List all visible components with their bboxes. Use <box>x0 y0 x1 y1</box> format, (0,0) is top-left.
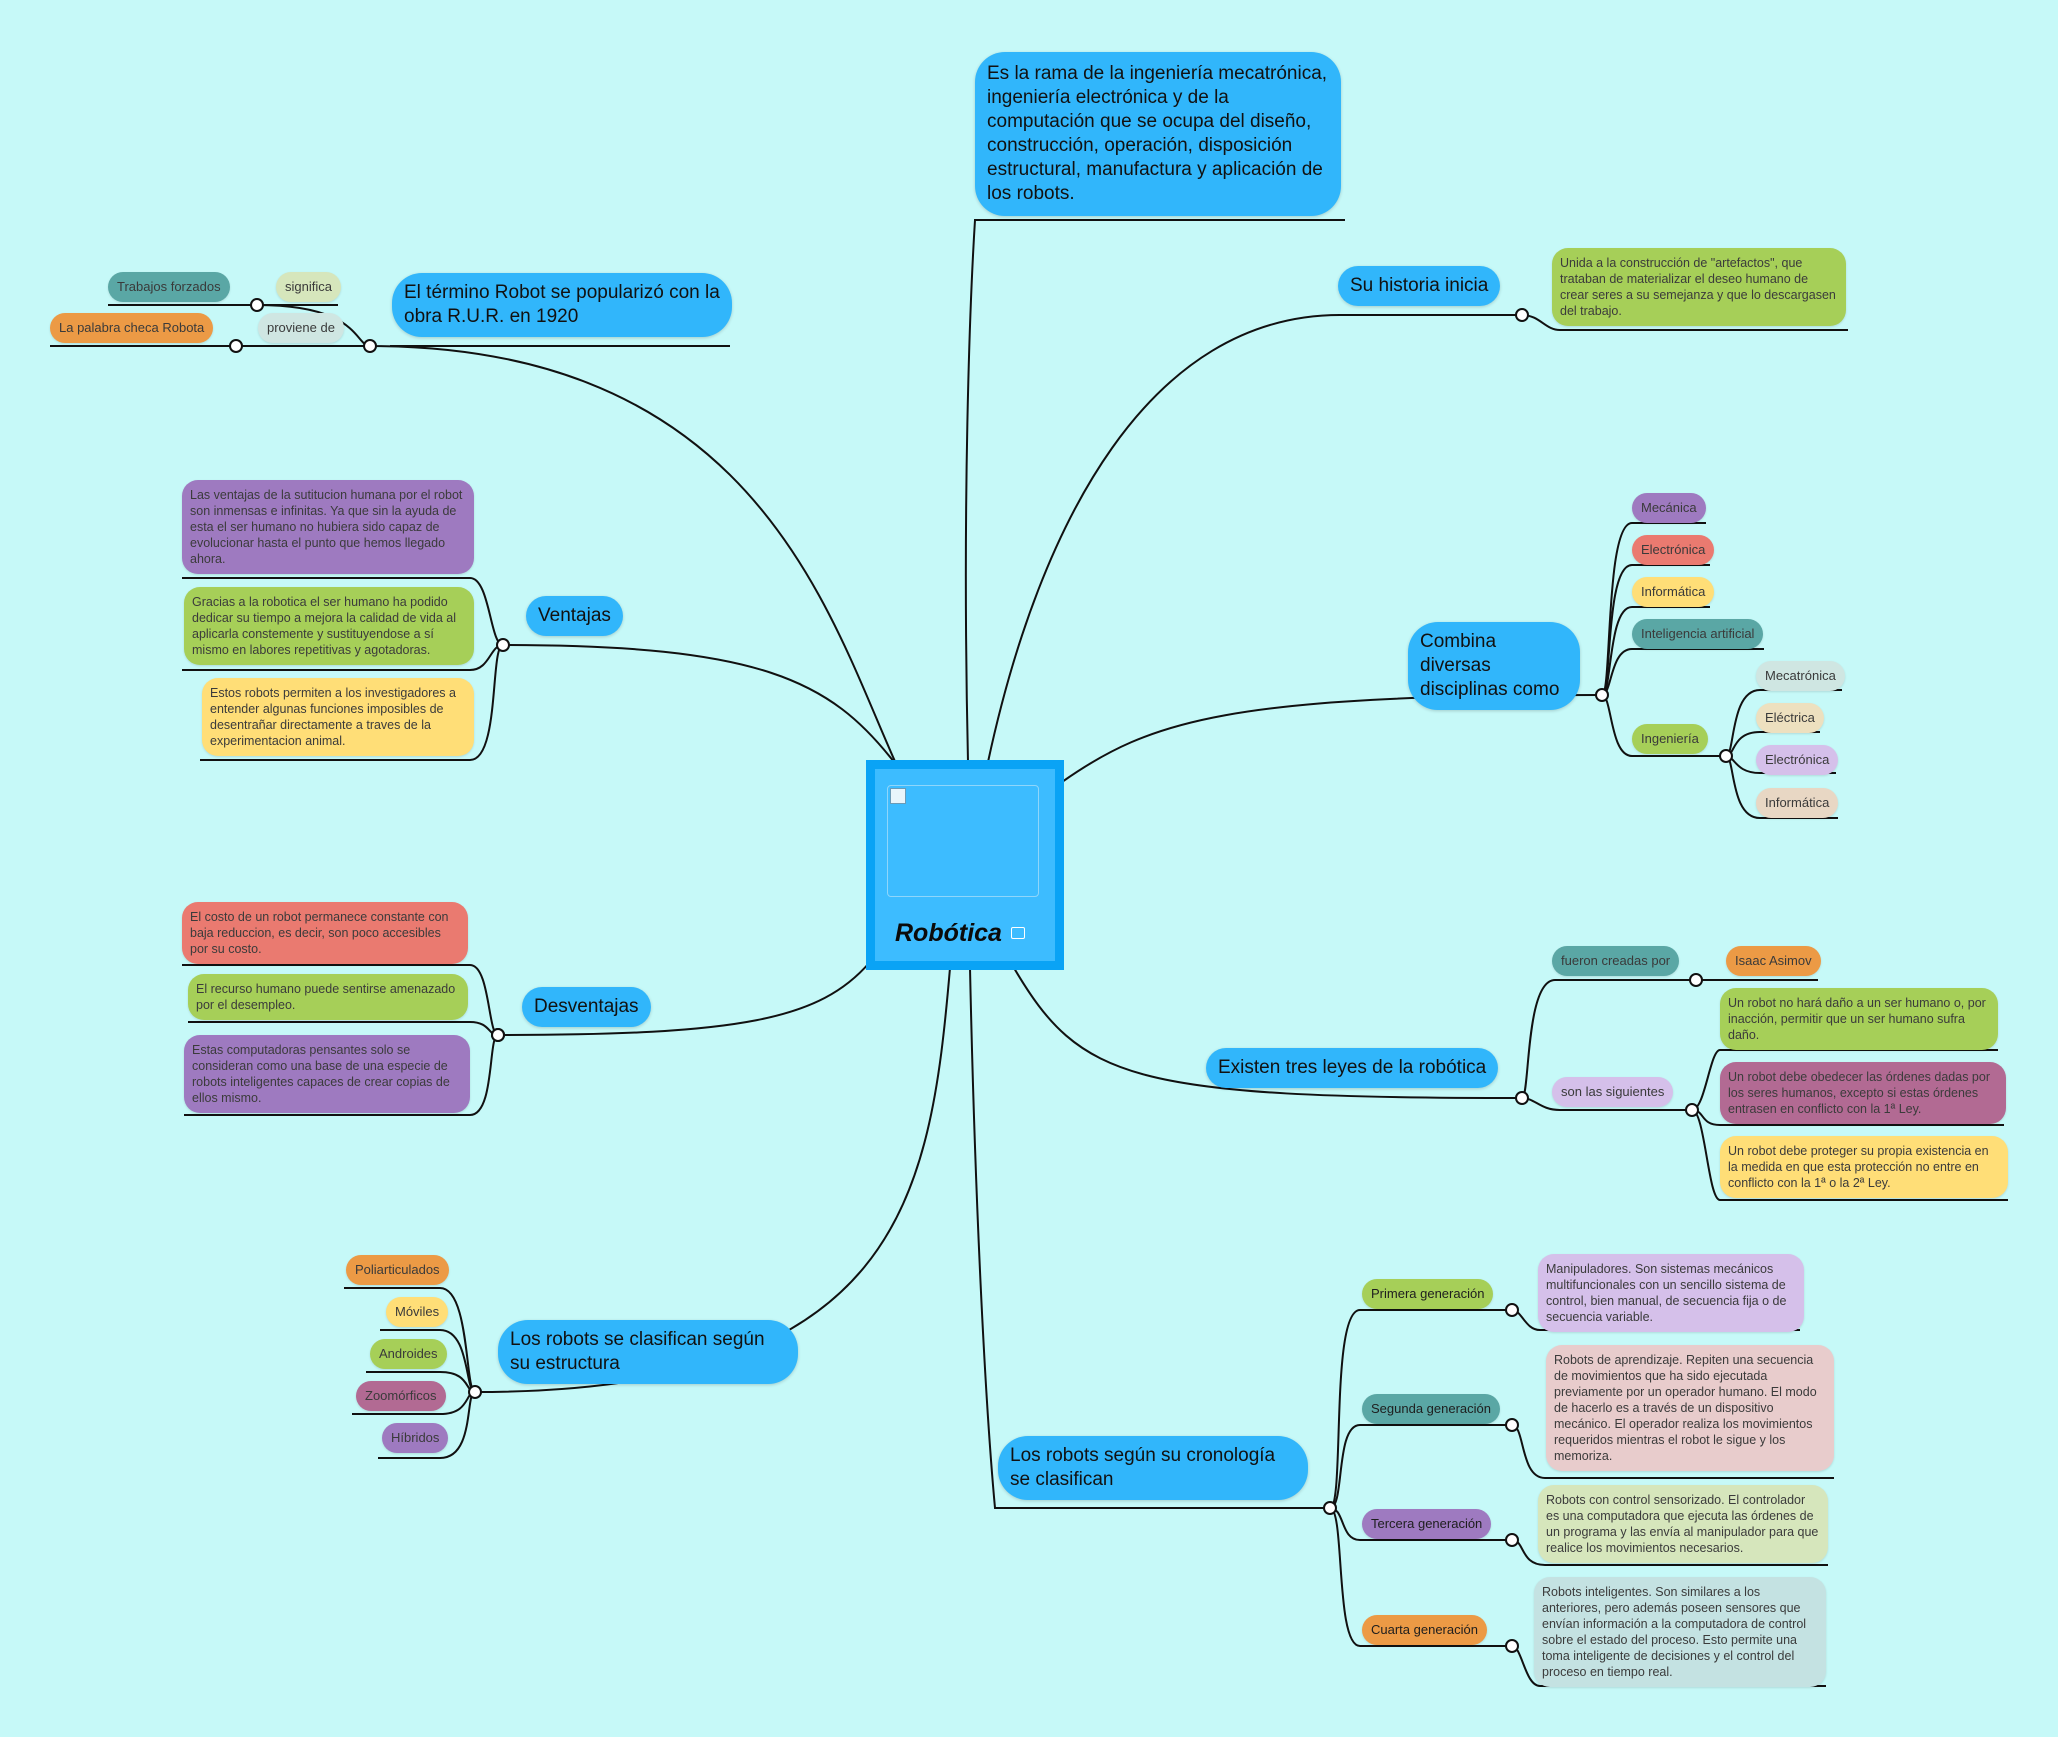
ingenieria-mecatronica[interactable]: Mecatrónica <box>1756 661 1845 691</box>
generacion-2-note[interactable]: Robots de aprendizaje. Repiten una secue… <box>1546 1345 1834 1471</box>
leyes-node[interactable]: Existen tres leyes de la robótica <box>1206 1048 1499 1088</box>
estructura-node[interactable]: Los robots se clasifican según su estruc… <box>498 1320 798 1384</box>
disciplina-ia[interactable]: Inteligencia artificial <box>1632 619 1764 649</box>
generacion-3[interactable]: Tercera generación <box>1362 1509 1492 1539</box>
central-topic[interactable]: Robótica <box>866 760 1064 970</box>
generacion-4[interactable]: Cuarta generación <box>1362 1615 1487 1645</box>
disciplina-informatica[interactable]: Informática <box>1632 577 1715 607</box>
central-image <box>887 785 1039 897</box>
disciplina-mecanica[interactable]: Mecánica <box>1632 493 1706 523</box>
estructura-zoomorficos[interactable]: Zoomórficos <box>356 1381 446 1411</box>
ley-1[interactable]: Un robot no hará daño a un ser humano o,… <box>1720 988 1998 1050</box>
generacion-4-note[interactable]: Robots inteligentes. Son similares a los… <box>1534 1577 1826 1687</box>
proviene-label[interactable]: proviene de <box>258 313 344 343</box>
estructura-androides[interactable]: Androides <box>370 1339 447 1369</box>
estructura-hibridos[interactable]: Híbridos <box>382 1423 449 1453</box>
generacion-1[interactable]: Primera generación <box>1362 1279 1494 1309</box>
significa-value[interactable]: Trabajos forzados <box>108 272 230 302</box>
ventaja-item-1[interactable]: Las ventajas de la sutitucion humana por… <box>182 480 474 574</box>
historia-node[interactable]: Su historia inicia <box>1338 266 1501 306</box>
central-title: Robótica <box>895 919 1002 947</box>
broken-image-icon <box>890 788 906 804</box>
significa-label[interactable]: significa <box>276 272 341 302</box>
ingenieria-informatica[interactable]: Informática <box>1756 788 1839 818</box>
generacion-1-note[interactable]: Manipuladores. Son sistemas mecánicos mu… <box>1538 1254 1804 1332</box>
term-node[interactable]: El término Robot se popularizó con la ob… <box>392 273 732 337</box>
desventaja-item-2[interactable]: El recurso humano puede sentirse amenaza… <box>188 974 468 1020</box>
autor-label[interactable]: Isaac Asimov <box>1726 946 1821 976</box>
ventaja-item-2[interactable]: Gracias a la robotica el ser humano ha p… <box>184 587 474 665</box>
siguientes-label[interactable]: son las siguientes <box>1552 1077 1674 1107</box>
ingenieria-electronica[interactable]: Electrónica <box>1756 745 1839 775</box>
estructura-moviles[interactable]: Móviles <box>386 1297 449 1327</box>
generacion-3-note[interactable]: Robots con control sensorizado. El contr… <box>1538 1485 1828 1563</box>
ventajas-node[interactable]: Ventajas <box>526 596 623 636</box>
creadas-label[interactable]: fueron creadas por <box>1552 946 1680 976</box>
definition-node[interactable]: Es la rama de la ingeniería mecatrónica,… <box>975 52 1341 216</box>
ingenieria-electrica[interactable]: Eléctrica <box>1756 703 1824 733</box>
ley-2[interactable]: Un robot debe obedecer las órdenes dadas… <box>1720 1062 2006 1124</box>
disciplinas-node[interactable]: Combina diversas disciplinas como <box>1408 622 1580 710</box>
disciplina-electronica[interactable]: Electrónica <box>1632 535 1715 565</box>
generacion-2[interactable]: Segunda generación <box>1362 1394 1500 1424</box>
estructura-poliarticulados[interactable]: Poliarticulados <box>346 1255 449 1285</box>
desventaja-item-1[interactable]: El costo de un robot permanece constante… <box>182 902 468 964</box>
historia-note[interactable]: Unida a la construcción de "artefactos",… <box>1552 248 1846 326</box>
ley-3[interactable]: Un robot debe proteger su propia existen… <box>1720 1136 2008 1198</box>
proviene-value[interactable]: La palabra checa Robota <box>50 313 214 343</box>
image-icon[interactable] <box>1011 927 1025 939</box>
desventajas-node[interactable]: Desventajas <box>522 987 651 1027</box>
disciplina-ingenieria[interactable]: Ingeniería <box>1632 724 1708 754</box>
desventaja-item-3[interactable]: Estas computadoras pensantes solo se con… <box>184 1035 470 1113</box>
cronologia-node[interactable]: Los robots según su cronología se clasif… <box>998 1436 1308 1500</box>
ventaja-item-3[interactable]: Estos robots permiten a los investigador… <box>202 678 474 756</box>
